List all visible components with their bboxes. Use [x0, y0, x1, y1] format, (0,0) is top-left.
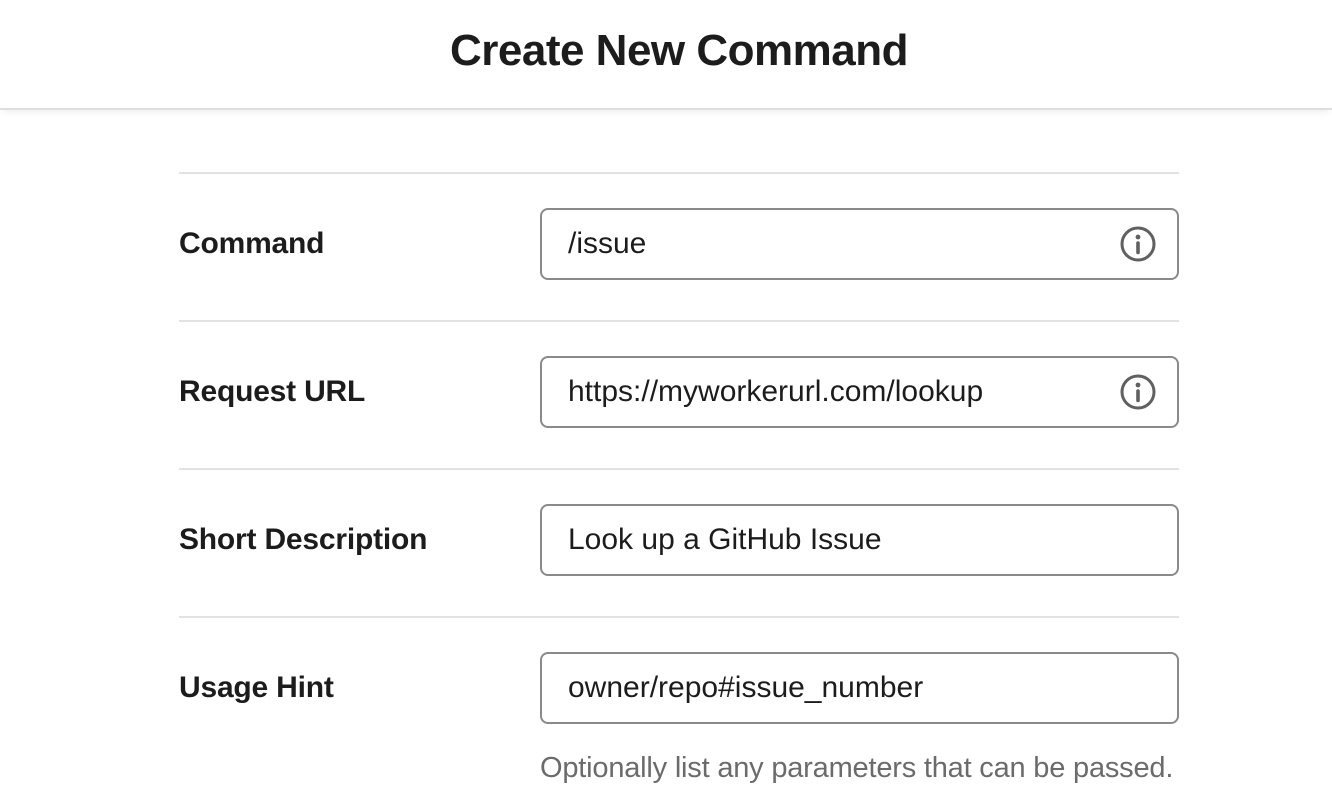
short-description-label: Short Description: [179, 523, 428, 556]
command-input-wrap: [540, 208, 1179, 280]
usage-hint-input-wrap: [540, 652, 1179, 724]
request-url-input-wrap: [540, 356, 1179, 428]
short-description-input[interactable]: [540, 504, 1179, 576]
form-row-short-description: Short Description: [179, 468, 1179, 616]
usage-hint-label: Usage Hint: [179, 671, 334, 704]
usage-hint-help-text: Optionally list any parameters that can …: [540, 752, 1174, 784]
short-description-input-wrap: [540, 504, 1179, 576]
info-circle-icon[interactable]: [1119, 225, 1157, 263]
command-field: [540, 208, 1179, 280]
request-url-field: [540, 356, 1179, 428]
info-circle-icon[interactable]: [1119, 373, 1157, 411]
form-row-usage-hint: Usage Hint Optionally list any parameter…: [179, 616, 1179, 810]
form-row-command: Command: [179, 172, 1179, 320]
page-header: Create New Command: [0, 0, 1332, 110]
command-input[interactable]: [540, 208, 1179, 280]
page-title: Create New Command: [449, 26, 909, 75]
command-label: Command: [179, 227, 325, 260]
create-command-form: Command Request URL: [179, 110, 1179, 810]
usage-hint-field: Optionally list any parameters that can …: [540, 652, 1179, 785]
form-row-request-url: Request URL: [179, 320, 1179, 468]
short-description-field: [540, 504, 1179, 576]
request-url-label: Request URL: [179, 375, 366, 408]
request-url-input[interactable]: [540, 356, 1179, 428]
usage-hint-input[interactable]: [540, 652, 1179, 724]
